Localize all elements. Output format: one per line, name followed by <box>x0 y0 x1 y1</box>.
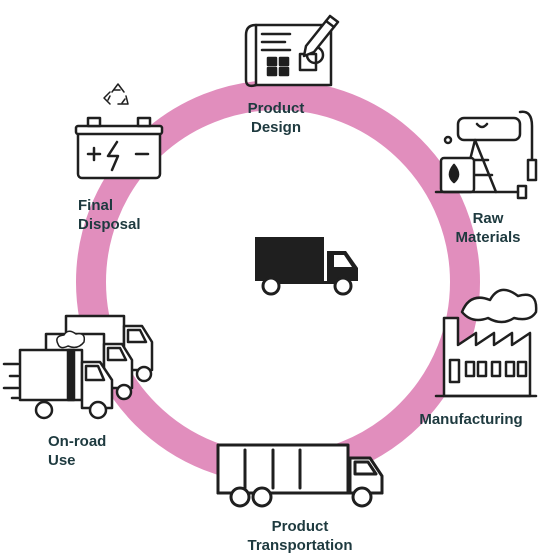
semi-truck-icon <box>216 443 384 508</box>
stage-label-product-transportation: Product Transportation <box>247 518 353 554</box>
design-blueprint-icon <box>244 14 340 88</box>
stage-label-manufacturing: Manufacturing <box>419 411 523 428</box>
delivery-truck-icon <box>255 237 358 296</box>
oil-pump-icon <box>434 110 538 200</box>
factory-icon <box>434 288 538 398</box>
stage-label-final-disposal: Final Disposal <box>78 197 141 233</box>
truck-fleet-icon <box>2 314 154 420</box>
battery-recycle-icon <box>74 83 164 180</box>
stage-label-raw-materials: Raw Materials <box>455 210 521 246</box>
stage-label-on-road-use: On-road Use <box>48 433 107 469</box>
stage-label-product-design: Product Design <box>247 100 305 136</box>
